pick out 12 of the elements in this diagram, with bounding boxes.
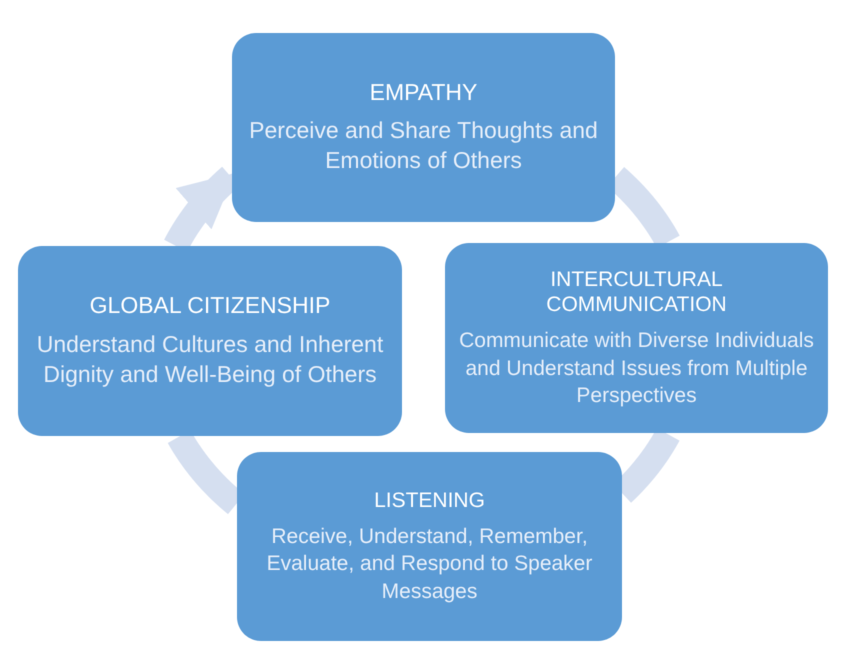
cycle-step-box	[232, 33, 615, 222]
step-title: EMPATHY	[370, 78, 478, 106]
step-title: GLOBAL CITIZENSHIP	[90, 292, 330, 320]
step-description: Perceive and Share Thoughts and Emotions of Others	[248, 116, 599, 176]
step-title: INTERCULTURAL COMMUNICATION	[545, 266, 728, 318]
cycle-step-box	[237, 452, 622, 641]
step-description: Communicate with Diverse Individuals and Understand Issues from Multiple Perspectives	[459, 328, 814, 409]
cycle-step-box	[445, 243, 828, 433]
step-title: LISTENING	[374, 488, 485, 514]
cycle-step-box	[18, 246, 402, 436]
step-description: Receive, Understand, Remember, Evaluate, and Respond to Speaker Messages	[266, 524, 594, 605]
step-description: Understand Cultures and Inherent Dignity and Well-Being of Others	[36, 330, 384, 389]
